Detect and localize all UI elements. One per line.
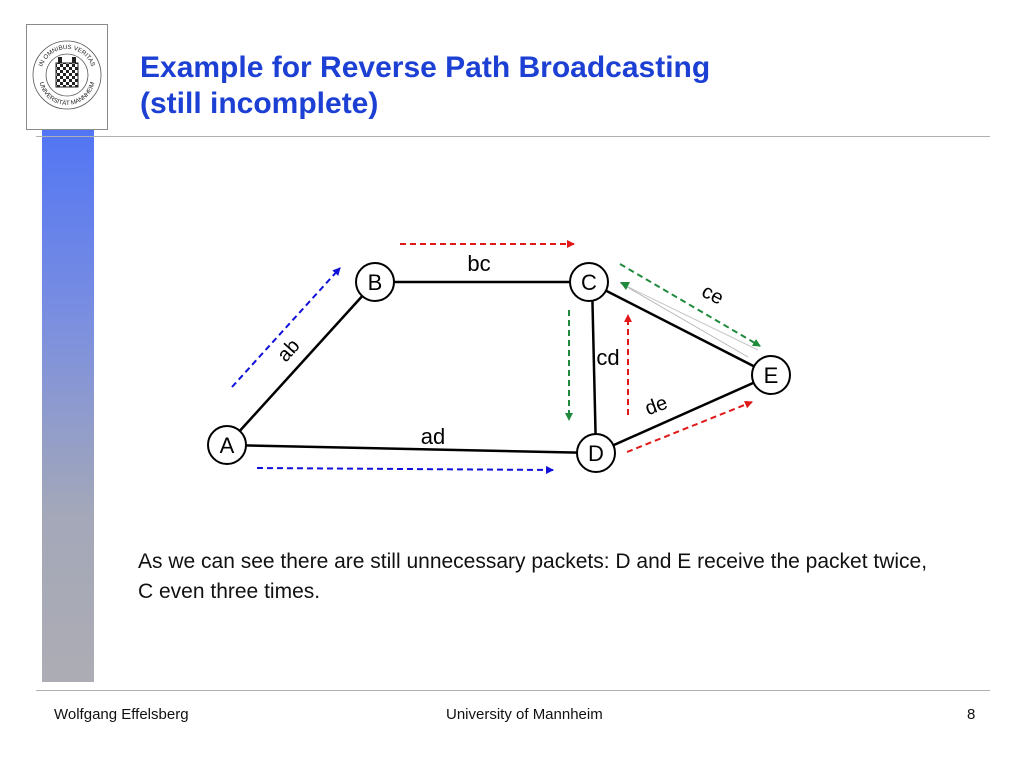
node-A: A (207, 425, 247, 465)
title-line-2: (still incomplete) (140, 87, 379, 120)
node-B: B (355, 262, 395, 302)
edge-ab (226, 281, 376, 446)
edge-ad (226, 443, 597, 455)
explanation-text: As we can see there are still unnecessar… (138, 550, 928, 603)
node-E: E (751, 355, 791, 395)
node-D: D (576, 433, 616, 473)
slide-title: Example for Reverse Path Broadcasting (s… (140, 50, 710, 122)
edge-label-cd: cd (596, 345, 619, 370)
side-accent-bar (42, 24, 94, 682)
title-divider (36, 136, 990, 137)
packet-arrow-ad (256, 465, 554, 474)
edge-label-de: de (642, 392, 670, 420)
edge-label-ce: ce (698, 280, 727, 309)
edge-label-ad: ad (421, 424, 445, 449)
footer-page-number: 8 (967, 706, 976, 723)
footer-author: Wolfgang Effelsberg (54, 706, 189, 723)
packet-arrow-ab (231, 267, 341, 388)
edge-de (595, 373, 772, 455)
node-label-C: C (581, 270, 597, 295)
packet-arrow-ec-head (620, 282, 630, 290)
node-label-A: A (220, 433, 235, 458)
packet-arrow-ce (619, 263, 761, 347)
title-line-1: Example for Reverse Path Broadcasting (140, 51, 711, 84)
edge-cd (590, 281, 598, 454)
packet-arrow-ec-line (621, 283, 749, 358)
edge-label-ab: ab (273, 335, 304, 366)
edge-label-bc: bc (467, 251, 490, 276)
node-C: C (569, 262, 609, 302)
footer-institution: University of Mannheim (446, 706, 603, 723)
node-label-E: E (764, 363, 779, 388)
packet-arrow-de (626, 400, 753, 453)
university-seal-icon: IN OMNIBUS VERITAS UNIVERSITÄT MANNHEIM (32, 40, 102, 110)
edge-ce (588, 280, 772, 377)
node-label-D: D (588, 441, 604, 466)
university-logo: IN OMNIBUS VERITAS UNIVERSITÄT MANNHEIM (26, 24, 108, 130)
node-label-B: B (368, 270, 383, 295)
edge-ce-guide-line (619, 282, 759, 351)
footer-divider (36, 690, 990, 691)
